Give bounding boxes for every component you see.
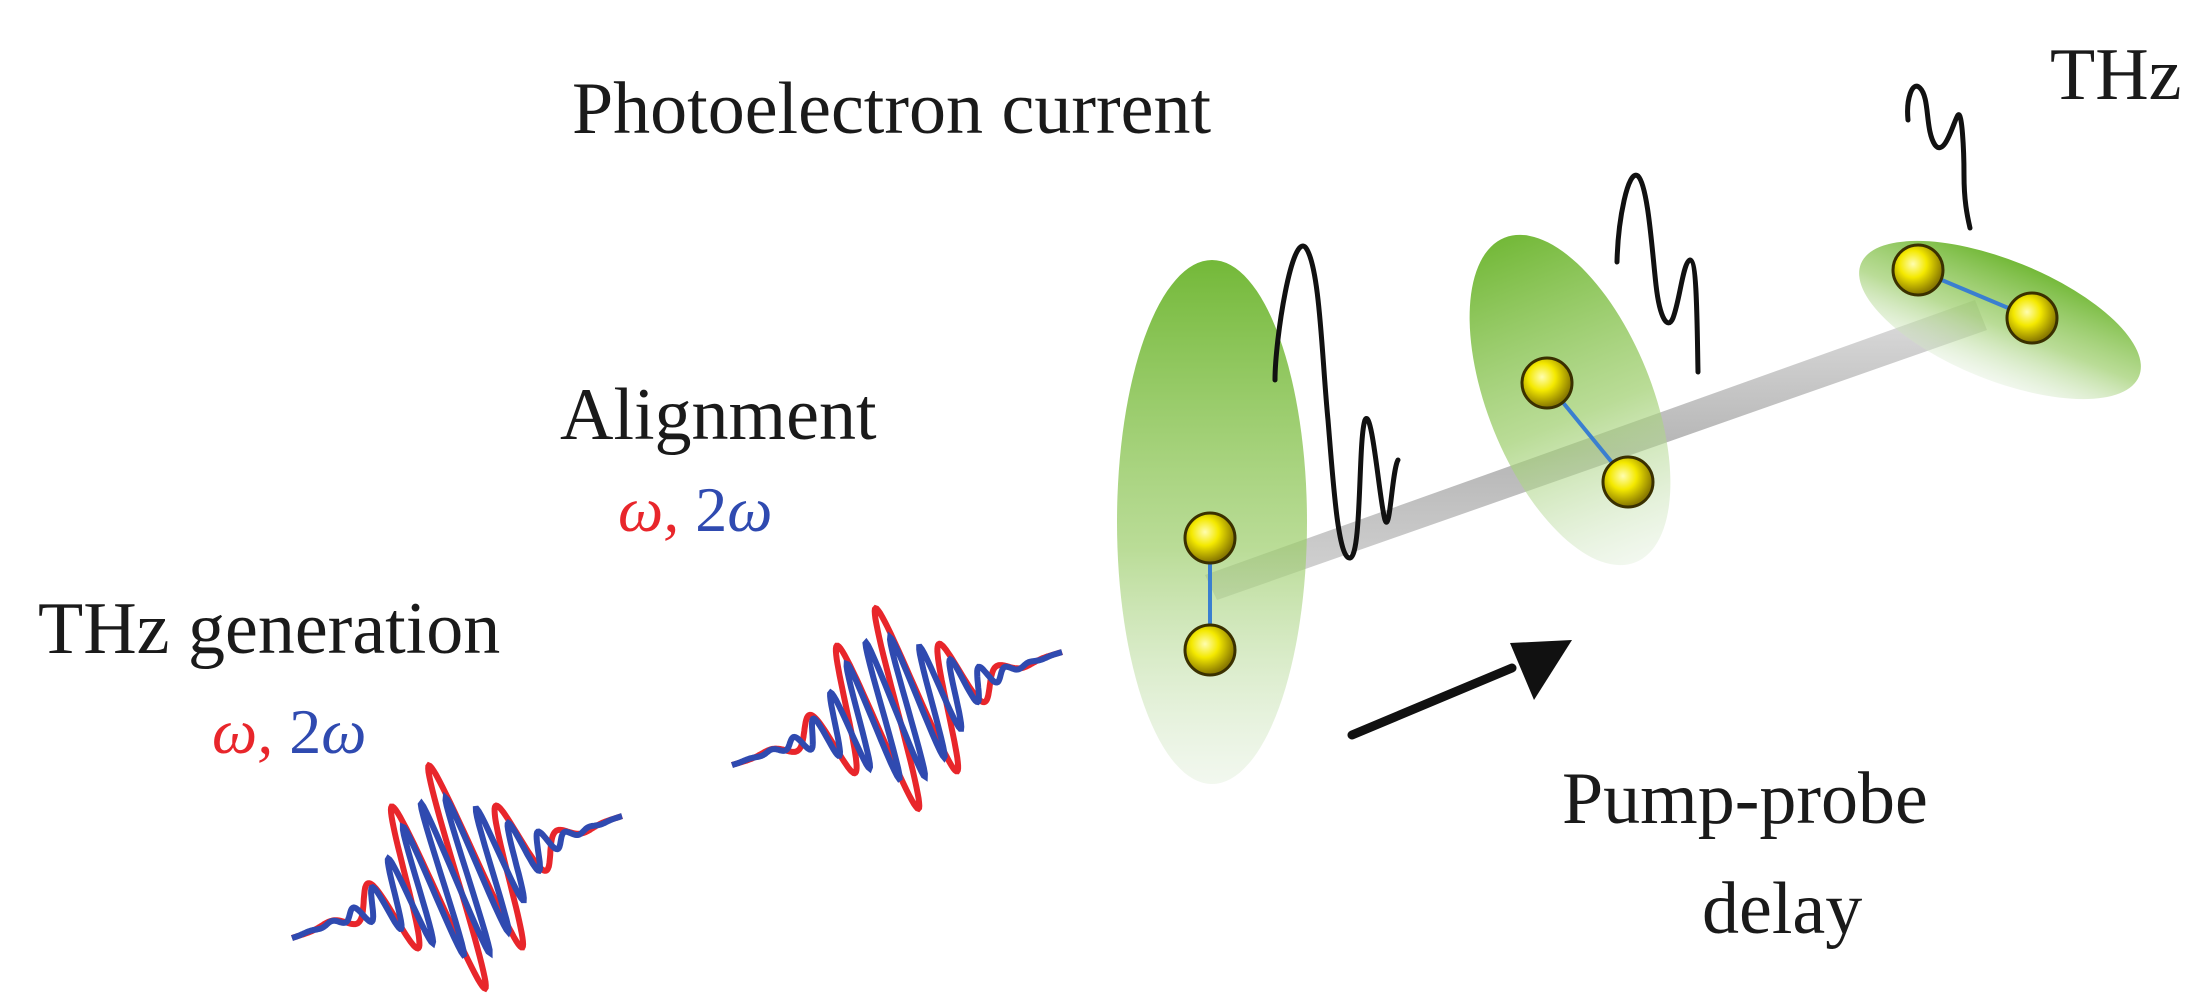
omega-symbol-2: ω [727, 474, 773, 545]
two-factor: 2 [289, 696, 322, 767]
thz-pulse-3 [1905, 83, 1973, 231]
label-photoelectron-current: Photoelectron current [572, 68, 1212, 150]
thz-pulse-2 [1614, 172, 1701, 375]
atom [1183, 623, 1237, 677]
omega-symbol-2: ω [321, 696, 367, 767]
label-thz-generation: THz generation [38, 588, 501, 670]
label-alignment: Alignment [560, 374, 877, 456]
atom [1601, 455, 1655, 509]
atom [1183, 511, 1237, 565]
two-factor: 2 [695, 474, 728, 545]
label-thz-top: THz [2050, 34, 2182, 116]
laser-pulse-thz-generation [290, 761, 624, 993]
molecule-3 [1859, 240, 2141, 400]
molecule-2 [1469, 234, 1671, 566]
freq-thz-generation: ω, 2ω [212, 700, 366, 764]
atom [2005, 291, 2059, 345]
two-omega-wave [291, 791, 623, 959]
omega-symbol: ω, [212, 696, 274, 767]
alignment-ellipse-3 [1859, 240, 2141, 400]
label-pump-probe: Pump-probe [1562, 758, 1928, 840]
thz-pulse-1 [1272, 243, 1401, 561]
freq-alignment: ω, 2ω [618, 478, 772, 542]
label-delay: delay [1702, 868, 1863, 950]
atom [1891, 243, 1945, 297]
two-omega-wave [731, 631, 1063, 783]
molecule-1 [1117, 260, 1307, 784]
omega-symbol: ω, [618, 474, 680, 545]
laser-pulse-alignment [730, 604, 1064, 813]
pump-probe-arrow [1347, 640, 1572, 740]
atom [1520, 356, 1574, 410]
alignment-ellipse-2 [1469, 234, 1671, 566]
